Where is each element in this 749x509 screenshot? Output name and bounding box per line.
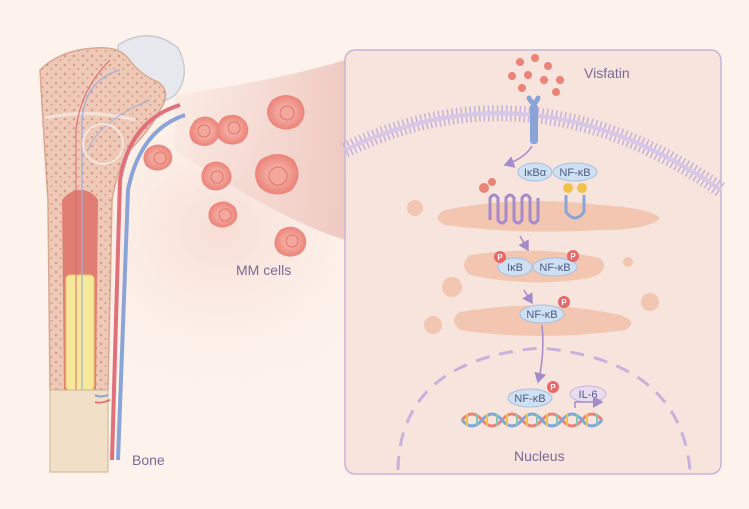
nuclear-nfkb: NF-κB P (507, 381, 559, 408)
mm-cell (208, 201, 238, 228)
nfkb-label-lower: NF-κB (526, 309, 557, 321)
nfkb-label-nucleus: NF-κB (514, 393, 545, 405)
ikb-label: IκB (507, 262, 523, 274)
vein (116, 113, 186, 461)
mm-cell (274, 226, 307, 257)
phospho-label: P (497, 253, 503, 262)
visfatin-label: Visfatin (584, 65, 630, 81)
mm-cell (267, 95, 305, 130)
il6-gene: IL-6 (569, 385, 607, 408)
vesicles (407, 200, 659, 334)
nuclear-envelope (396, 346, 692, 471)
bone-label: Bone (132, 452, 165, 468)
ikba-nfkb-complex: IκBα NF-κB (517, 162, 598, 182)
phospho-label: P (570, 252, 576, 261)
nucleus-label: Nucleus (514, 448, 565, 464)
phospho-ikb-nfkb-complex: IκB NF-κB P P (494, 250, 579, 277)
mm-cell (189, 116, 221, 146)
phospho-label: P (550, 383, 556, 392)
dna-helix (460, 412, 604, 428)
artery (110, 103, 181, 461)
mm-cell (255, 154, 299, 195)
nfkb-label-top: NF-κB (559, 167, 590, 179)
bone-illustration (39, 34, 186, 473)
mm-cells-cluster (143, 95, 307, 257)
mm-cell (143, 144, 173, 171)
visfatin-molecules (508, 54, 564, 96)
nfkb-label-mid: NF-κB (539, 262, 570, 274)
il6-label: IL-6 (579, 389, 598, 401)
mm-cell (201, 161, 232, 191)
zoom-circle (82, 123, 124, 165)
phospho-label: P (561, 298, 567, 307)
mm-cells-label: MM cells (236, 262, 291, 278)
visfatin-receptor (526, 95, 541, 144)
ikba-label: IκBα (524, 167, 547, 179)
mm-cell (216, 114, 249, 145)
phospho-nfkb: NF-κB P (519, 296, 570, 324)
